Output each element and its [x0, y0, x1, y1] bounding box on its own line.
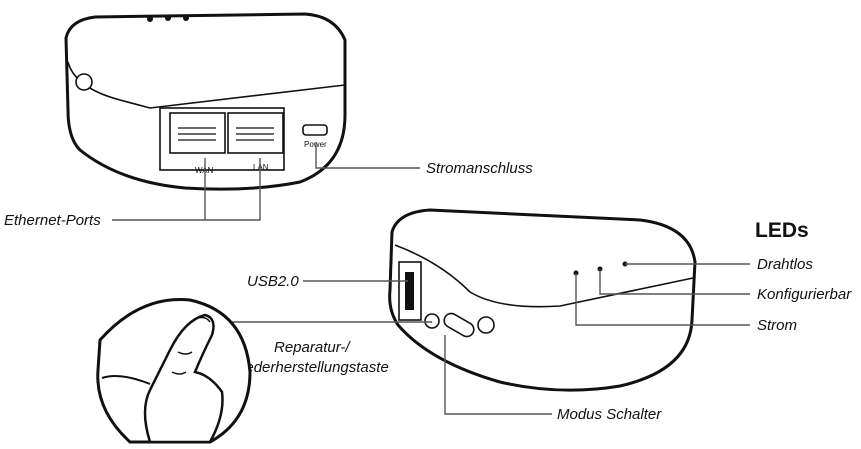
lan-port-label: LAN [253, 163, 269, 172]
finger-icon [143, 313, 224, 444]
leader-modus-schalter [444, 335, 552, 415]
router-front-body [388, 208, 697, 392]
fingernail [197, 316, 211, 323]
led-dot-top-1 [147, 16, 153, 22]
leds-heading: LEDs [755, 219, 809, 242]
logo-icon [75, 73, 93, 91]
router-front-view [388, 208, 697, 392]
router-front-top-edge [394, 244, 694, 308]
wan-port-label: WAN [195, 166, 214, 175]
lan-port [227, 112, 284, 154]
label-reset-line1: Reparatur-/ [274, 339, 351, 356]
label-usb: USB2.0 [247, 273, 299, 290]
usb-port-inner [405, 272, 414, 310]
led-dot-top-2 [165, 15, 171, 21]
wan-port [169, 112, 226, 154]
logo-icon-front [477, 316, 495, 334]
led-label-konfigurierbar: Konfigurierbar [757, 286, 852, 303]
label-stromanschluss: Stromanschluss [426, 160, 533, 177]
leader-konfigurierbar [599, 269, 750, 295]
led-label-strom: Strom [757, 317, 797, 334]
label-reset-line2: Wiederherstellungstaste [228, 359, 389, 376]
leader-ethernet-bracket [204, 158, 261, 221]
leader-strom [575, 273, 750, 326]
label-modus-schalter: Modus Schalter [557, 406, 662, 423]
hand-press-illustration [96, 298, 252, 444]
reset-button [424, 313, 440, 329]
led-label-drahtlos: Drahtlos [757, 256, 813, 273]
leader-stromanschluss [315, 142, 420, 169]
finger-creases [171, 351, 193, 375]
mode-switch [443, 312, 475, 338]
router-rear-top-edge [67, 61, 346, 109]
led-dot-top-3 [183, 15, 189, 21]
power-port [302, 124, 328, 136]
hand-knuckle [101, 375, 151, 385]
router-rear-view: WAN LAN Power [64, 12, 347, 191]
ethernet-contacts [178, 127, 274, 141]
label-ethernet-ports: Ethernet-Ports [4, 212, 101, 229]
